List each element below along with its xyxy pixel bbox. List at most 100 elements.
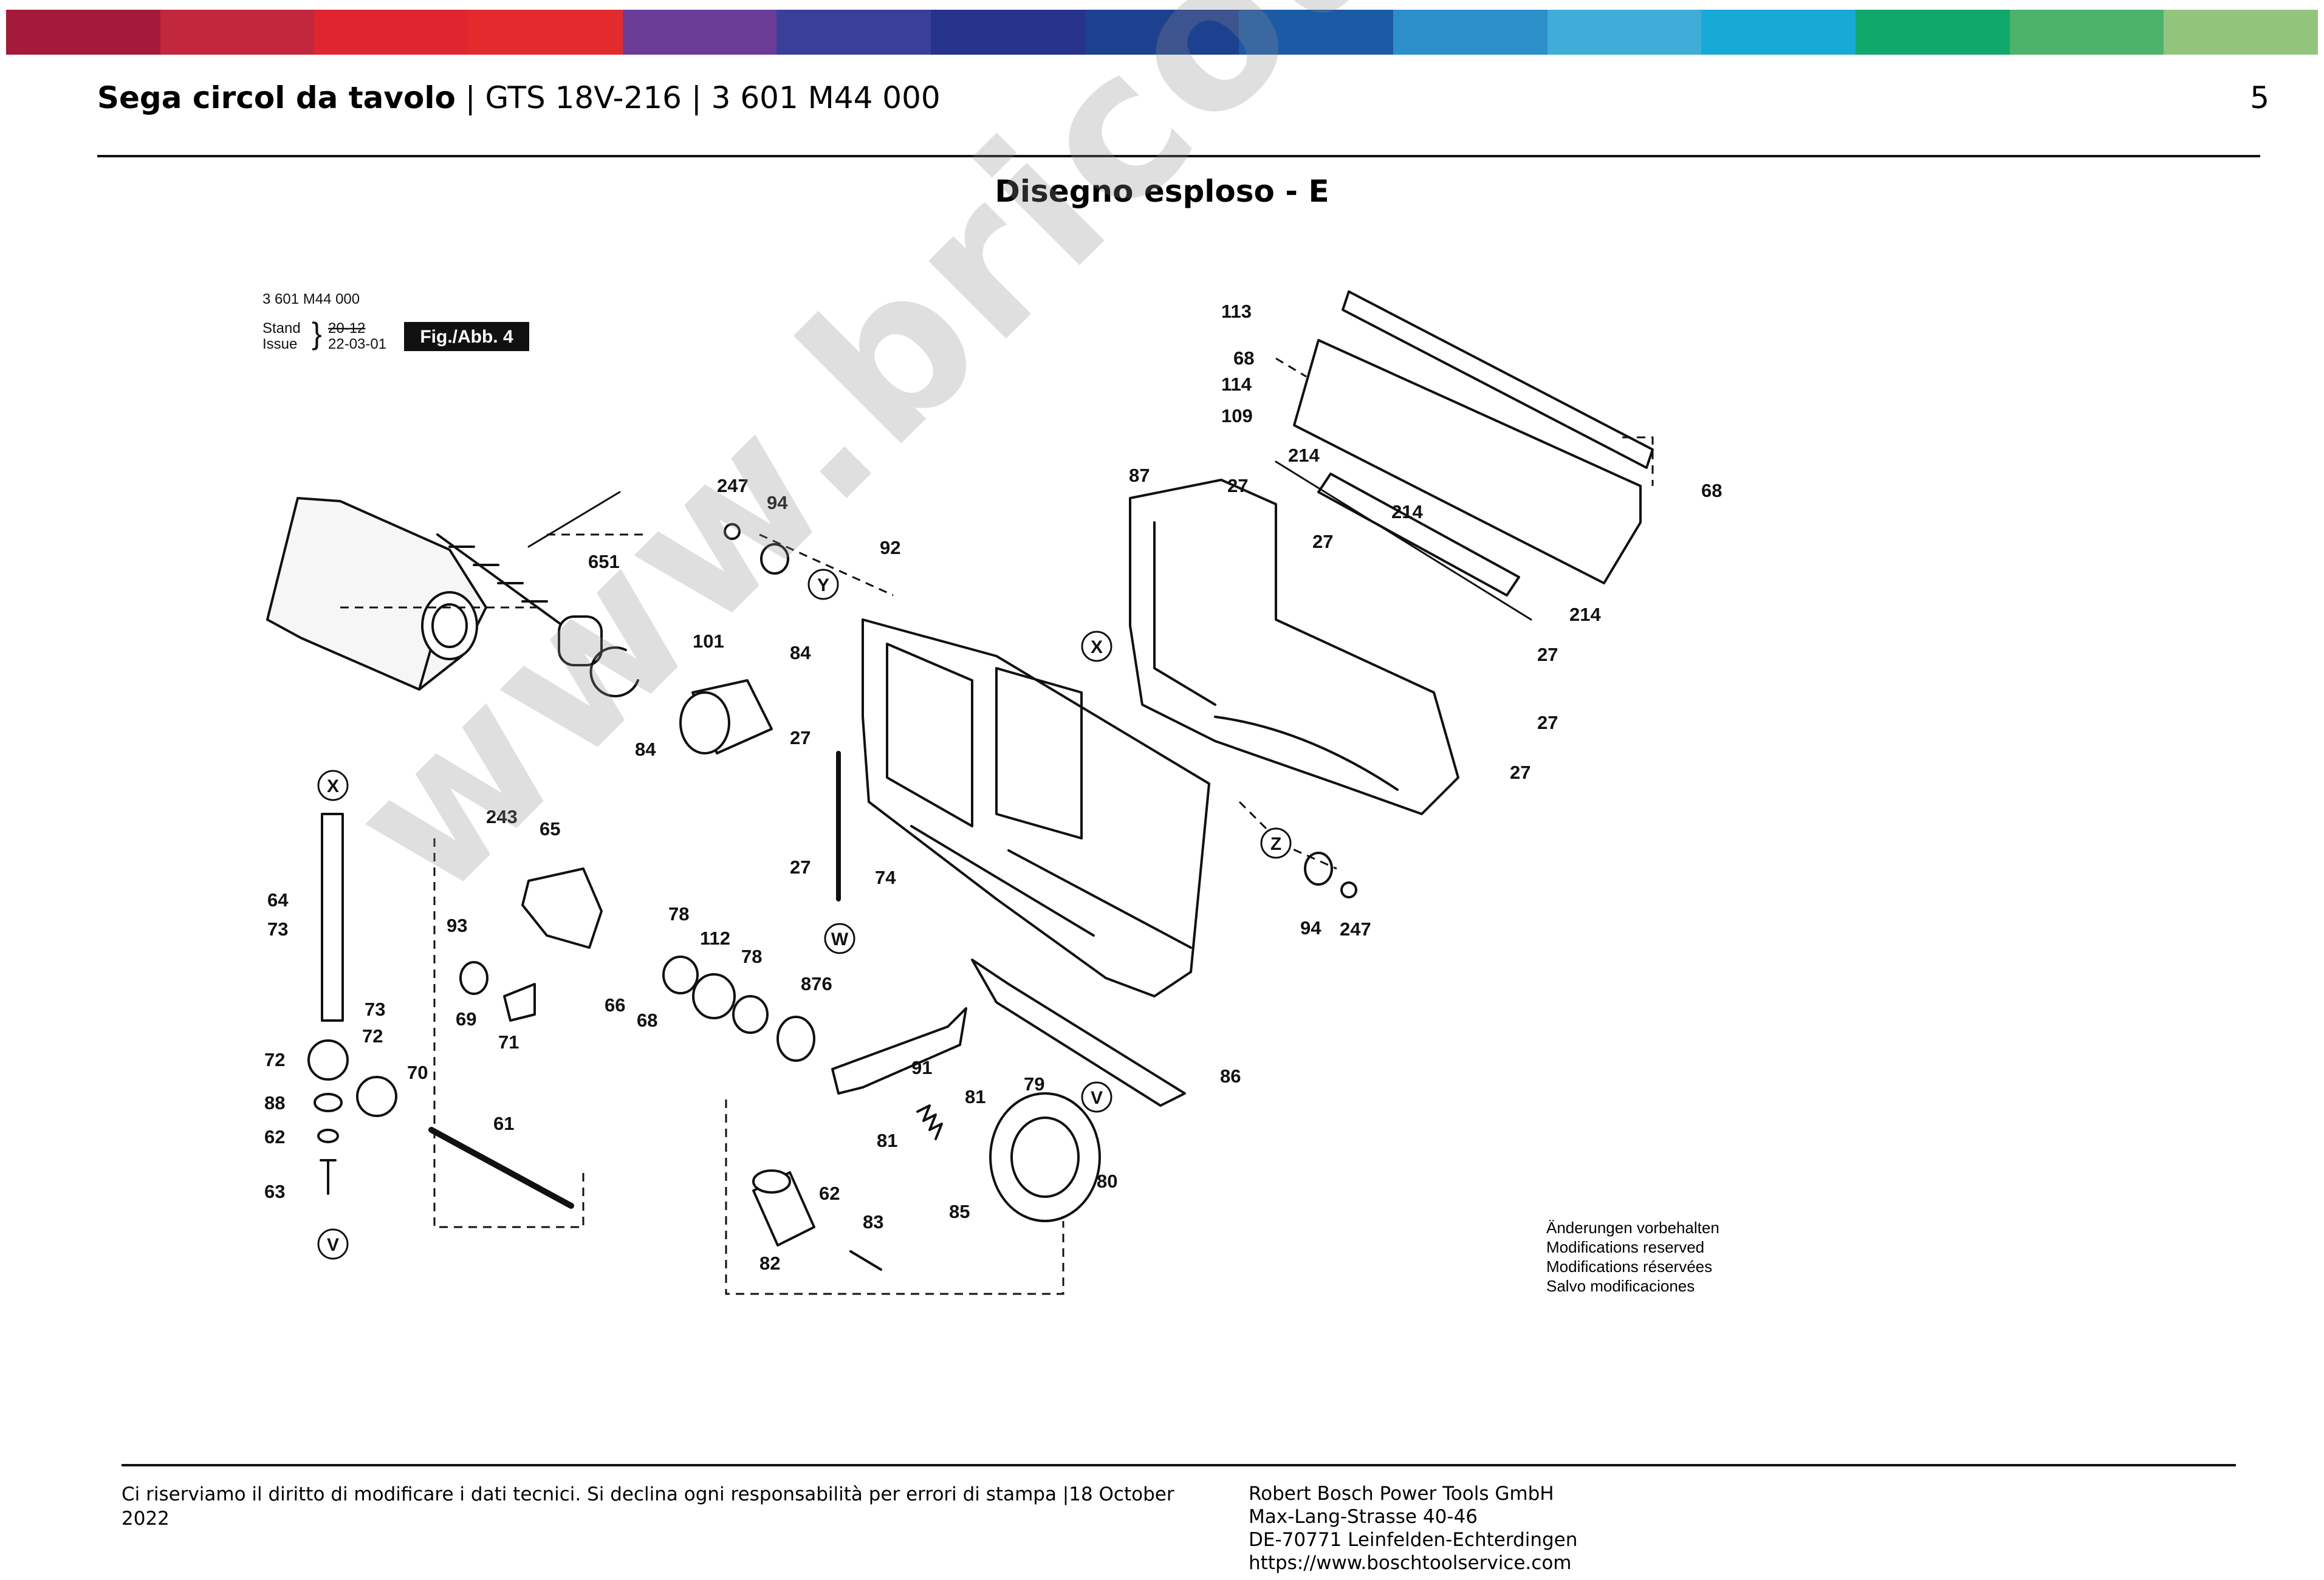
band-segment — [776, 10, 931, 55]
part-callout: 61 — [493, 1113, 514, 1134]
part-callout: 92 — [880, 537, 900, 558]
ref-w: W — [831, 929, 849, 949]
note-de: Änderungen vorbehalten — [1546, 1219, 1719, 1237]
band-segment — [1393, 10, 1548, 55]
band-segment — [1856, 10, 2010, 55]
brand-color-band — [6, 10, 2319, 55]
part-callout: 93 — [447, 915, 467, 936]
band-segment — [160, 10, 315, 55]
part-callout: 109 — [1221, 405, 1253, 426]
figure-label: Fig./Abb. 4 — [420, 327, 513, 347]
note-en: Modifications reserved — [1546, 1238, 1705, 1256]
part-callout: 81 — [877, 1130, 897, 1151]
band-segment — [1239, 10, 1394, 55]
part-callout: 70 — [407, 1062, 428, 1083]
figure-label-box — [404, 322, 529, 351]
product-name: Sega circol da tavolo — [97, 80, 456, 115]
part-callout: 84 — [790, 642, 811, 663]
ref-x-upper: X — [1091, 637, 1103, 657]
header-divider — [97, 155, 2260, 157]
note-fr: Modifications réservées — [1546, 1257, 1713, 1276]
ref-v-right: V — [1091, 1088, 1103, 1108]
part-callout: 72 — [362, 1025, 383, 1047]
part-callout: 27 — [790, 857, 811, 878]
drawing-issue-date: 22-03-01 — [328, 336, 386, 352]
ref-x-lower: X — [327, 776, 339, 796]
part-callout: 247 — [717, 475, 749, 496]
part-callout: 88 — [264, 1092, 285, 1113]
part-callout: 68 — [637, 1010, 657, 1031]
ref-y: Y — [817, 575, 829, 595]
part-callout: 27 — [1537, 712, 1558, 733]
page-header-title: Sega circol da tavolo | GTS 18V-216 | 3 … — [97, 80, 941, 115]
part-callout: 62 — [819, 1183, 840, 1204]
drawing-part-number: 3 601 M44 000 — [262, 291, 360, 307]
product-model: | GTS 18V-216 | 3 601 M44 000 — [455, 80, 941, 115]
part-callout: 247 — [1340, 918, 1371, 940]
part-callout: 86 — [1220, 1065, 1241, 1087]
drawing-stand-label: Stand — [262, 320, 301, 337]
part-callout: 112 — [700, 928, 730, 949]
part-callout: 651 — [588, 551, 620, 572]
part-callout: 68 — [1233, 347, 1254, 369]
part-callout: 65 — [540, 818, 560, 840]
part-callout: 87 — [1129, 465, 1150, 486]
part-callout: 63 — [264, 1181, 285, 1202]
part-callout: 73 — [365, 999, 385, 1020]
footer-divider — [122, 1464, 2236, 1466]
ref-z: Z — [1270, 834, 1281, 854]
part-callout: 66 — [605, 994, 625, 1016]
bracket-glyph: } — [312, 316, 322, 351]
footer-street: Max-Lang-Strasse 40-46 — [1249, 1506, 1478, 1528]
part-callout: 78 — [741, 946, 762, 967]
footer-website[interactable]: https://www.boschtoolservice.com — [1249, 1552, 1572, 1574]
band-segment — [622, 10, 777, 55]
part-callout: 214 — [1391, 501, 1423, 522]
part-callout: 27 — [790, 727, 811, 748]
part-callout: 91 — [911, 1057, 932, 1078]
part-callout: 68 — [1701, 480, 1722, 501]
band-segment — [6, 10, 160, 55]
footer-address: Robert Bosch Power Tools GmbH Max-Lang-S… — [1249, 1482, 1577, 1575]
band-segment — [2009, 10, 2164, 55]
part-callout: 74 — [875, 867, 896, 888]
part-callout: 83 — [863, 1211, 883, 1233]
part-callout: 27 — [1227, 475, 1248, 496]
part-callout: 243 — [486, 806, 518, 827]
part-callout: 214 — [1569, 604, 1601, 625]
part-callout: 80 — [1097, 1171, 1117, 1192]
part-callout: 94 — [767, 492, 788, 513]
page-number: 5 — [2250, 80, 2269, 115]
part-callout: 64 — [267, 889, 289, 911]
part-callout: 71 — [498, 1031, 519, 1053]
part-callout: 69 — [456, 1008, 476, 1030]
footer-disclaimer: Ci riserviamo il diritto di modificare i… — [122, 1483, 1174, 1530]
part-callout: 73 — [267, 918, 288, 940]
band-segment — [1547, 10, 1702, 55]
part-callout: 78 — [668, 903, 689, 925]
part-callout: 79 — [1024, 1073, 1044, 1095]
modification-notes: Änderungen vorbehalten Modifications res… — [1546, 1218, 1719, 1296]
part-callout: 876 — [801, 973, 832, 994]
ref-v-left: V — [327, 1235, 339, 1255]
part-callout: 62 — [264, 1126, 285, 1147]
part-callout: 214 — [1288, 445, 1320, 466]
part-callout: 27 — [1510, 762, 1530, 783]
part-callout: 113 — [1221, 301, 1252, 322]
note-es: Salvo modificaciones — [1546, 1277, 1695, 1295]
band-segment — [314, 10, 469, 55]
part-callout: 81 — [965, 1086, 985, 1107]
footer-company: Robert Bosch Power Tools GmbH — [1249, 1483, 1554, 1505]
part-callout: 72 — [264, 1049, 285, 1070]
drawing-old-date: 20-12 — [328, 320, 365, 337]
footer-city: DE-70771 Leinfelden-Echterdingen — [1249, 1529, 1578, 1551]
part-callout: 27 — [1312, 531, 1333, 552]
band-segment — [468, 10, 623, 55]
band-segment — [1701, 10, 1856, 55]
part-callout: 27 — [1537, 644, 1558, 665]
band-segment — [2164, 10, 2319, 55]
part-callout: 94 — [1300, 917, 1321, 939]
part-callout: 84 — [635, 739, 656, 760]
band-segment — [1085, 10, 1239, 55]
